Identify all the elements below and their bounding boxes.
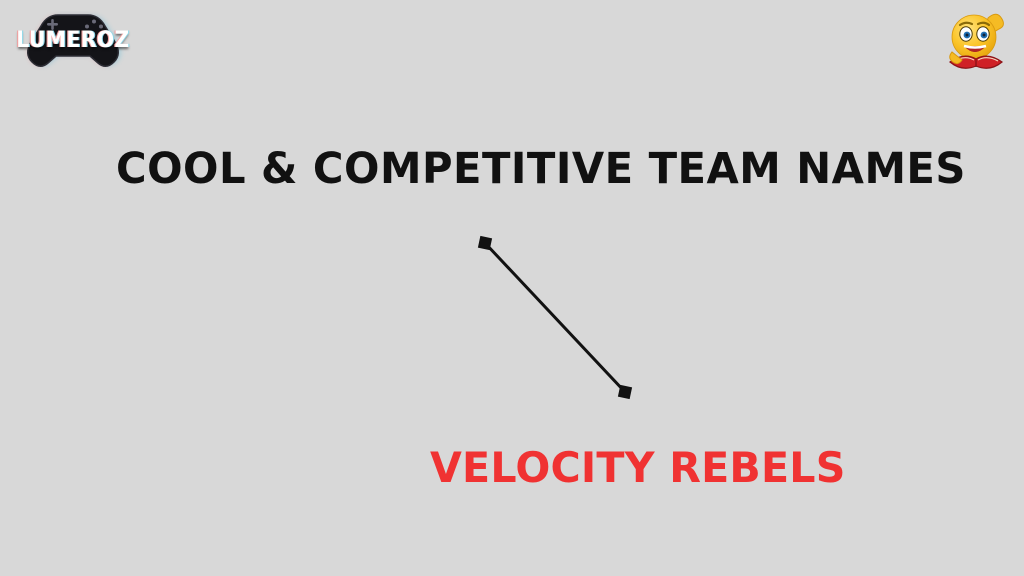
brand-logo: LUMEROZ bbox=[8, 6, 138, 74]
line-end-marker bbox=[617, 384, 633, 400]
diagonal-pointer-line bbox=[470, 228, 645, 408]
face-reading-book-emoji bbox=[944, 6, 1008, 80]
featured-team-name: VELOCITY REBELS bbox=[430, 443, 846, 492]
gamepad-icon bbox=[27, 14, 122, 67]
line-start-marker bbox=[477, 235, 493, 251]
page-title: COOL & COMPETITIVE TEAM NAMES bbox=[116, 144, 966, 194]
